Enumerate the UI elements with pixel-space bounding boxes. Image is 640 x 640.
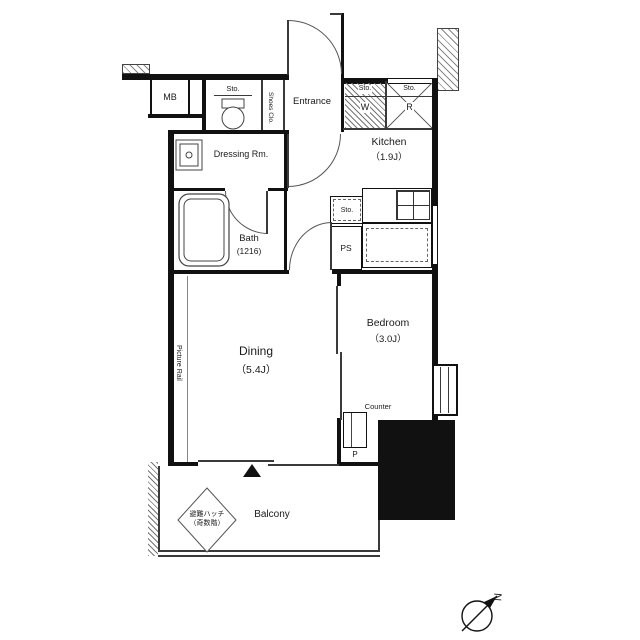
closets-bottom-line <box>343 128 438 130</box>
balcony-label: Balcony <box>254 509 290 520</box>
balcony-right-line <box>378 520 380 552</box>
sliding-door-panel-1 <box>336 286 338 354</box>
wall-shoes-entrance <box>283 80 285 132</box>
balcony-bottom-line-2 <box>158 555 380 557</box>
picture-rail-label: Picture Rail <box>174 345 182 381</box>
hall-door-leaf <box>287 134 289 188</box>
wall-mb-toilet <box>202 78 206 134</box>
bay-window-pane-2 <box>448 367 449 413</box>
wall-entrance-stub <box>330 13 342 15</box>
wall-mid-c <box>341 270 438 274</box>
wall-toilet-shoes <box>261 80 263 132</box>
dining-size-label: （5.4J） <box>235 364 277 376</box>
wall-hatch-balcony <box>148 462 158 556</box>
section-triangle-marker <box>243 464 261 477</box>
kitchen-size-label: （1.9J） <box>370 152 408 164</box>
wall-top-right <box>341 78 388 84</box>
picture-rail-line <box>187 276 188 462</box>
closet-r-label: R <box>405 102 414 114</box>
wall-dressing-bath-a <box>168 188 225 191</box>
hall-storage: Sto. <box>330 196 364 224</box>
wall-dd-stub-top <box>337 270 341 286</box>
bathtub-icon <box>178 193 230 267</box>
dining-door-arc <box>289 222 332 270</box>
washstand-icon <box>175 139 203 171</box>
wall-entrance-closet <box>341 80 344 132</box>
bath-door-leaf <box>266 191 268 234</box>
sliding-window-panel-2 <box>268 464 339 466</box>
wall-mid-b <box>332 270 341 274</box>
toilet-sto-shelf-line <box>214 95 252 96</box>
counter-divider-line <box>363 222 431 224</box>
wall-top-left <box>122 74 289 80</box>
dining-door-leaf <box>330 222 332 270</box>
dressing-room-label: Dressing Rm. <box>213 149 269 159</box>
closet-w-sto-label: Sto. <box>357 85 373 94</box>
wall-dd-stub-bottom <box>337 418 341 466</box>
bedroom-label: Bedroom （3.0J） <box>344 317 432 346</box>
balcony-left-line <box>158 466 160 552</box>
bay-window <box>432 364 458 416</box>
wall-left <box>168 130 174 466</box>
toilet-sto-label: Sto. <box>226 84 240 93</box>
structural-column <box>437 28 459 91</box>
dining-label: Dining （5.4J） <box>196 344 316 377</box>
compass-icon <box>461 595 498 632</box>
closet-r-sto-label: Sto. <box>402 85 417 94</box>
pole-label: P <box>352 450 358 459</box>
stove-icon <box>396 190 430 220</box>
wall-hatch-topleft <box>122 64 150 74</box>
bay-window-pane-1 <box>440 367 441 413</box>
hall-sto-label: Sto. <box>339 206 355 214</box>
structural-block <box>378 420 455 520</box>
entrance-door-arc <box>288 20 342 74</box>
balcony-bottom-line-1 <box>158 550 380 552</box>
bath-label: Bath (1216) <box>228 233 270 257</box>
wall-row-bottom <box>168 130 289 134</box>
pipe-space: PS <box>330 226 362 270</box>
wall-mid-a <box>168 270 289 274</box>
wall-bottom-a <box>168 462 198 466</box>
meter-box: MB <box>150 78 190 116</box>
bedroom-size-label: （3.0J） <box>369 334 407 346</box>
evacuation-hatch-label: 避難ハッチ （奇数階） <box>188 510 226 529</box>
sliding-window-panel-1 <box>198 460 274 462</box>
wall-right-mid <box>432 264 438 364</box>
north-label: N <box>490 592 504 602</box>
wall-dressing-hall <box>284 132 287 190</box>
wall-bath-hall <box>284 188 287 274</box>
bath-door-arc <box>225 191 268 234</box>
window-kitchen <box>432 206 438 264</box>
counter-label: Counter <box>364 402 392 411</box>
counter-desk-line <box>351 413 352 447</box>
closet-w-label: W <box>359 102 371 114</box>
wall-mb-bottom <box>148 114 206 118</box>
closet-r-shelf-line <box>387 96 432 97</box>
wall-dressing-bath-b <box>268 188 288 191</box>
bath-size-label: (1216) <box>236 245 262 256</box>
ps-label: PS <box>340 243 352 253</box>
entrance-door-leaf <box>287 20 289 75</box>
kitchen-label: Kitchen （1.9J） <box>346 136 432 164</box>
toilet-icon <box>221 98 245 130</box>
mb-label: MB <box>163 92 177 102</box>
wall-right-low <box>432 416 438 466</box>
hall-door-arc <box>288 134 341 187</box>
wall-bottom-b <box>337 462 382 466</box>
entrance-label: Entrance <box>292 96 332 107</box>
wall-entrance-right <box>341 13 344 80</box>
counter-desk <box>343 412 367 448</box>
shoes-closet-label: Shoes Clo. <box>267 92 275 124</box>
upper-cabinet-dashed <box>366 228 428 262</box>
wall-right-top <box>432 78 438 206</box>
closet-w-shelf-line <box>345 96 385 97</box>
closet-divider <box>385 81 387 129</box>
sliding-door-panel-2 <box>340 352 342 420</box>
hall-storage-dashed <box>333 199 361 221</box>
